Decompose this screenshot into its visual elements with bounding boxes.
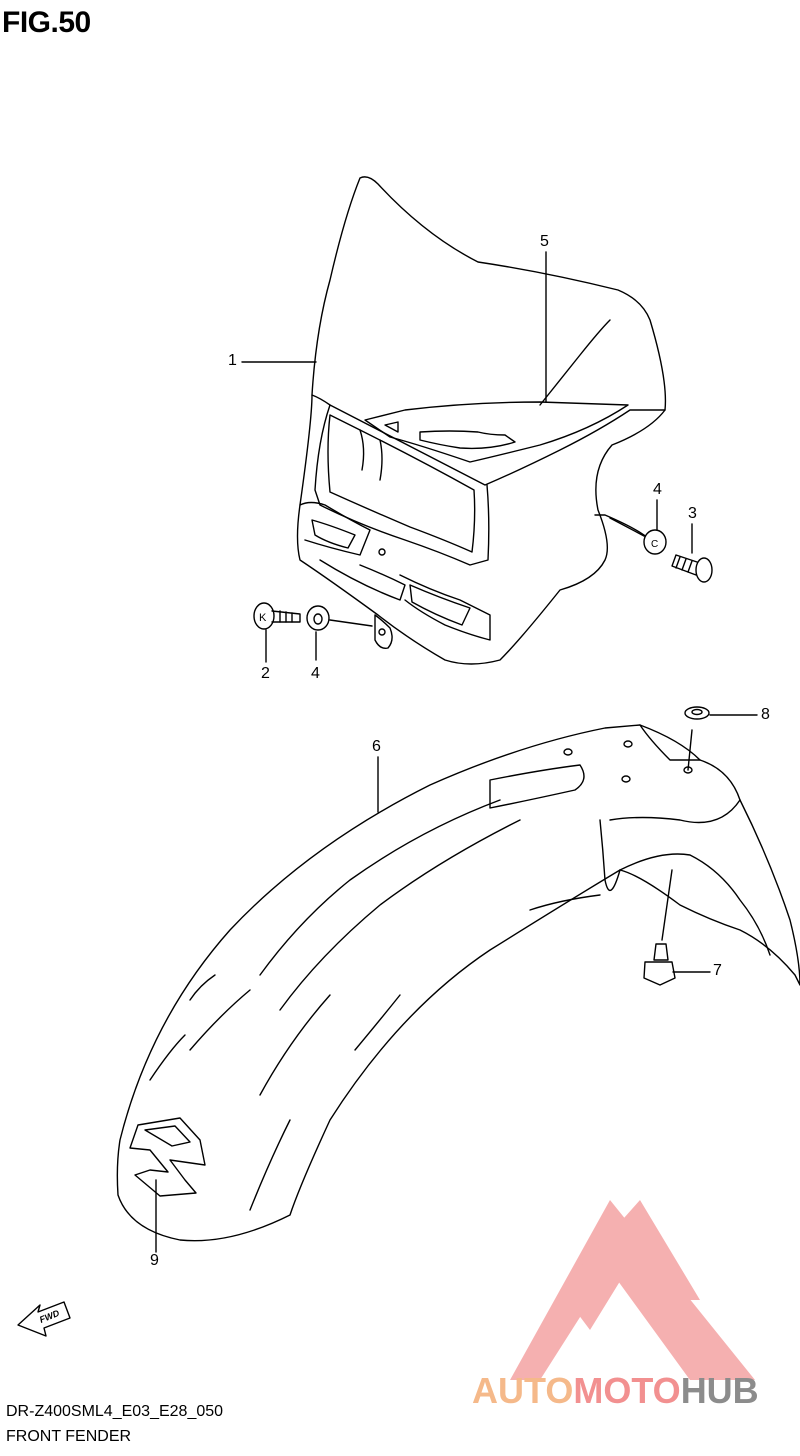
suzuki-emblem-9 [129, 1117, 206, 1197]
brand-moto: MOTO [573, 1370, 681, 1411]
fwd-arrow-icon [17, 1301, 71, 1337]
callout-6: 6 [372, 738, 381, 755]
callout-7: 7 [713, 962, 722, 979]
leader-lines [155, 251, 758, 1253]
callout-4-left: 4 [311, 665, 320, 682]
watermark-brand: AUTOMOTOHUB [472, 1370, 759, 1412]
callout-2: 2 [261, 665, 270, 682]
callout-3: 3 [688, 505, 697, 522]
washer-4-left [306, 605, 373, 631]
watermark-logo [510, 1200, 755, 1380]
callout-1: 1 [228, 352, 237, 369]
brand-auto: AUTO [472, 1370, 574, 1411]
bolt-letter: K [259, 612, 267, 624]
model-code: DR-Z400SML4_E03_E28_050 [6, 1403, 224, 1420]
brand-hub: HUB [680, 1370, 759, 1411]
bolt-2 [253, 602, 301, 630]
nut-8 [684, 706, 710, 771]
screw-3 [671, 554, 713, 583]
washer-letter: C [651, 539, 658, 550]
callout-8: 8 [761, 706, 770, 723]
callout-9: 9 [150, 1252, 159, 1269]
figure-title: FIG.50 [2, 6, 91, 39]
front-fender [116, 724, 800, 1242]
washer-4-right [609, 517, 667, 555]
section-name: FRONT FENDER [6, 1428, 132, 1445]
bolt-7 [643, 869, 676, 986]
callout-5: 5 [540, 233, 549, 250]
headlight-cowl [296, 176, 667, 665]
callout-4-right: 4 [653, 481, 662, 498]
